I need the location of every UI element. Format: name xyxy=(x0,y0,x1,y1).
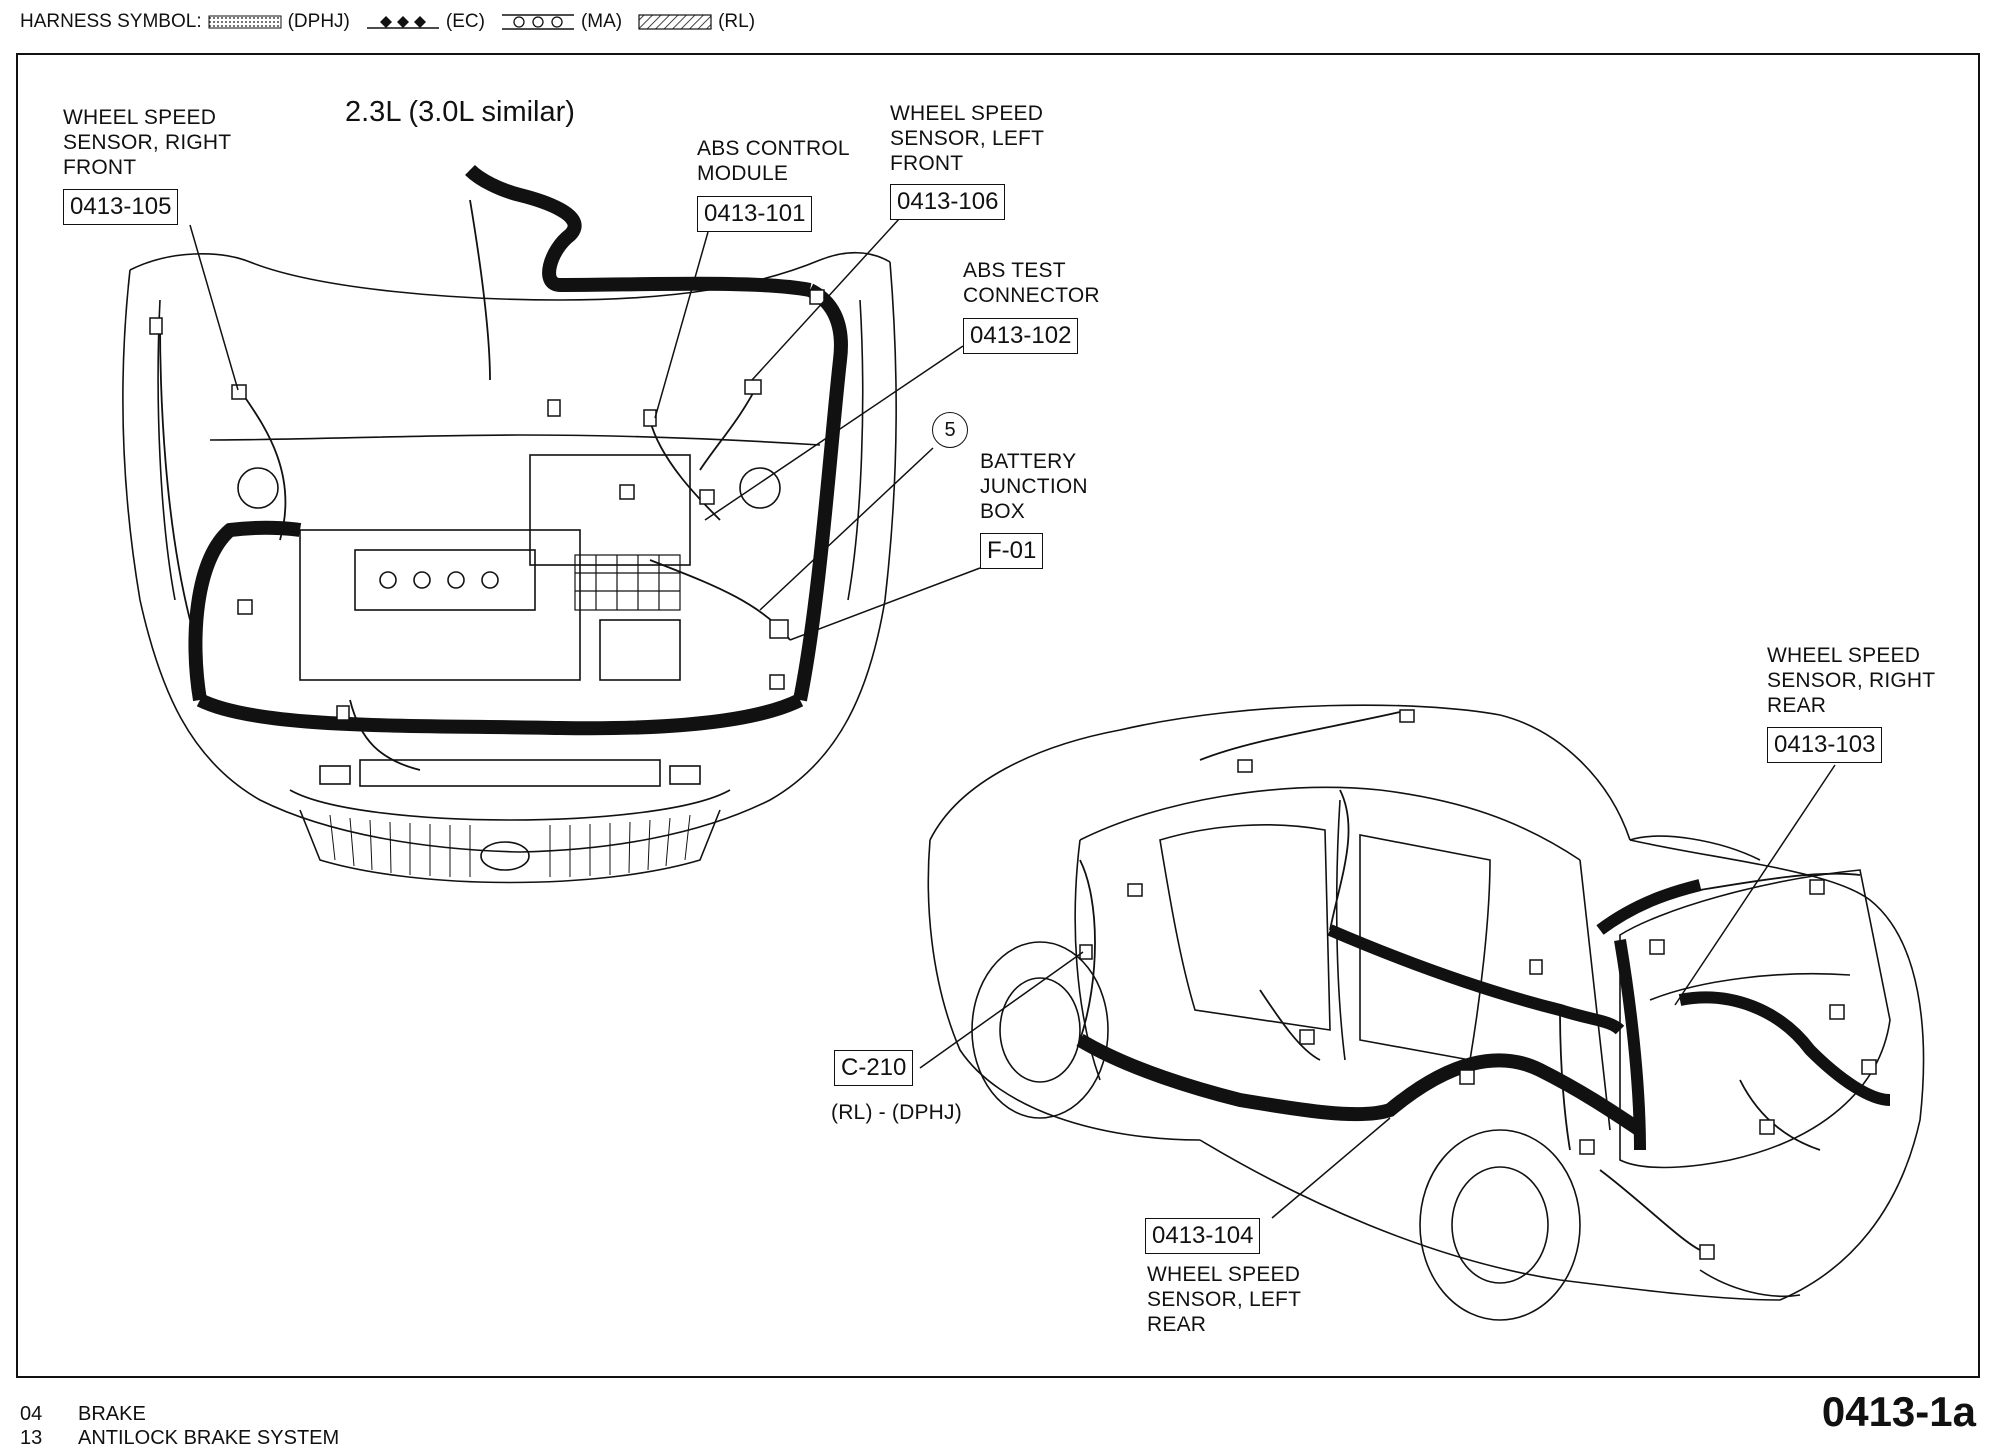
diamonds-symbol-icon xyxy=(366,16,439,29)
callout-code-battery-junction-box[interactable]: F-01 xyxy=(980,533,1044,569)
callout-label-abs-test-connector: ABS TEST CONNECTOR xyxy=(963,259,1100,307)
circles-symbol-icon xyxy=(501,14,574,30)
callout-leader-lines xyxy=(189,217,1836,1219)
callout-code-abs-control-module[interactable]: 0413-101 xyxy=(697,196,813,232)
callout-label-wss-right-front: WHEEL SPEED SENSOR, RIGHT FRONT xyxy=(63,106,232,179)
harness-symbol-legend: HARNESS SYMBOL: (DPHJ) (EC) (MA) (RL) xyxy=(20,8,755,36)
callout-code-wss-right-front[interactable]: 0413-105 xyxy=(63,189,179,225)
engine-bay-drawing xyxy=(122,251,897,884)
callout-code-abs-test-connector[interactable]: 0413-102 xyxy=(963,318,1079,354)
front-harness-routing xyxy=(149,164,848,771)
legend-code-rl: (RL) xyxy=(718,11,756,32)
legend-code-ec: (EC) xyxy=(445,11,485,32)
callout-code-c210[interactable]: C-210 xyxy=(834,1050,914,1086)
callout-code-wss-right-rear[interactable]: 0413-103 xyxy=(1767,727,1883,763)
callout-label-wss-left-front: WHEEL SPEED SENSOR, LEFT FRONT xyxy=(890,102,1045,175)
ground-marker-5: 5 xyxy=(932,412,968,448)
callout-code-wss-left-front[interactable]: 0413-106 xyxy=(890,184,1006,220)
callout-label-c210: (RL) - (DPHJ) xyxy=(831,1101,962,1124)
legend-title: HARNESS SYMBOL: xyxy=(20,11,202,32)
dotted-band-symbol-icon xyxy=(208,15,282,29)
legend-code-ma: (MA) xyxy=(580,11,623,32)
legend-code-dphj: (DPHJ) xyxy=(287,11,350,32)
callout-label-battery-junction-box: BATTERY JUNCTION BOX xyxy=(980,450,1088,523)
diagram-frame xyxy=(16,53,1980,1378)
callout-code-wss-left-rear[interactable]: 0413-104 xyxy=(1145,1218,1261,1254)
footer-subsection-name: ANTILOCK BRAKE SYSTEM xyxy=(78,1427,340,1449)
callout-label-wss-right-rear: WHEEL SPEED SENSOR, RIGHT REAR xyxy=(1767,644,1936,717)
page-code: 0413-1a xyxy=(1821,1388,1976,1435)
footer-section-name: BRAKE xyxy=(78,1403,146,1425)
rear-harness-routing xyxy=(1076,709,1891,1260)
footer-subsection-number: 13 xyxy=(20,1427,43,1449)
callout-label-wss-left-rear: WHEEL SPEED SENSOR, LEFT REAR xyxy=(1147,1263,1302,1336)
hatched-symbol-icon xyxy=(638,14,712,30)
rear-vehicle-drawing xyxy=(927,704,1925,1321)
engine-variant-subtitle: 2.3L (3.0L similar) xyxy=(345,96,575,128)
footer-section-number: 04 xyxy=(20,1403,43,1425)
callout-label-abs-control-module: ABS CONTROL MODULE xyxy=(697,137,850,185)
